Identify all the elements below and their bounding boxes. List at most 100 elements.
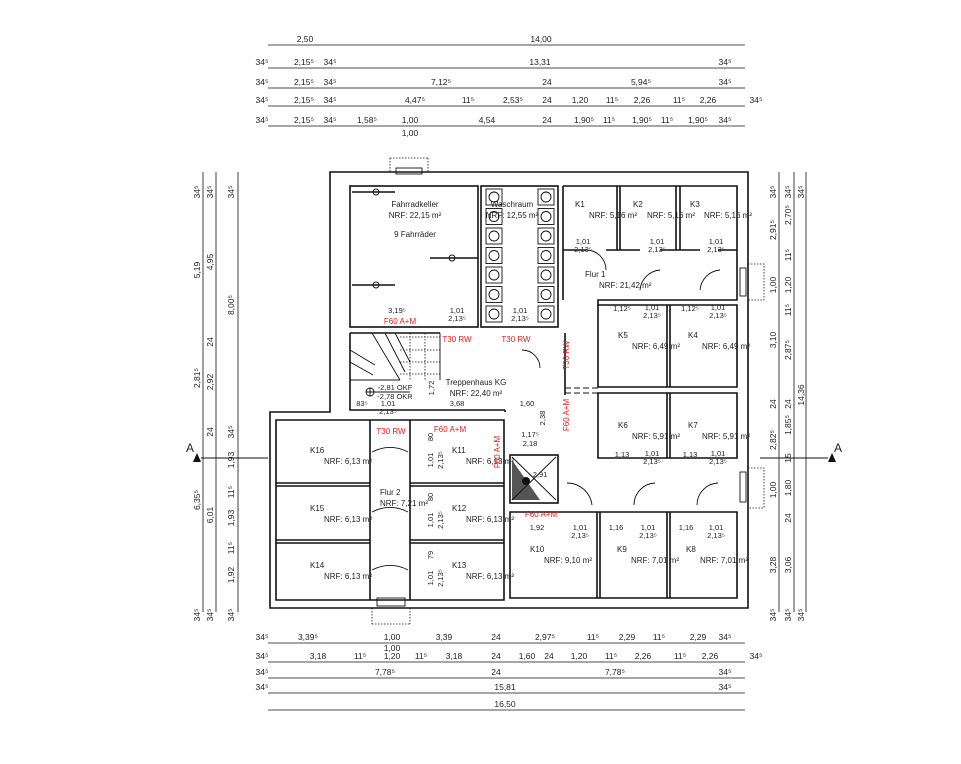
dimension-label: 3,39 xyxy=(436,632,453,642)
interior-dimension: 2,13⁵ xyxy=(436,451,445,469)
interior-dimension: 2,13⁵ xyxy=(639,531,657,540)
fire-rating-label: T30 RW xyxy=(562,340,571,370)
dimension-label: 1,20 xyxy=(384,651,401,661)
dimension-label: 2,82⁵ xyxy=(768,430,778,450)
room-name: K13 xyxy=(452,561,467,570)
room-area: NRF: 6,13 m² xyxy=(466,457,514,466)
dimension-label: 1,00 xyxy=(768,276,778,293)
dimension-label: 3,18 xyxy=(310,651,327,661)
room-name: K6 xyxy=(618,421,628,430)
dimension-label: 1,00 xyxy=(768,481,778,498)
room-area: NRF: 22,15 m² xyxy=(389,211,442,220)
interior-dimension: 80 xyxy=(426,433,435,441)
interior-dimension: 1,01 xyxy=(641,523,656,532)
dimension-label: 34⁵ xyxy=(783,609,793,622)
dimension-label: 11⁵ xyxy=(603,115,615,125)
dimension-label: 1,93 xyxy=(226,509,236,526)
dimension-label: 34⁵ xyxy=(324,77,337,87)
dimension-label: 34⁵ xyxy=(256,682,269,692)
dimension-label: 7,78⁵ xyxy=(375,667,395,677)
dimension-label: 2,29 xyxy=(619,632,636,642)
room-area: NRF: 6,13 m² xyxy=(466,572,514,581)
room-area: NRF: 5,16 m² xyxy=(647,211,695,220)
dimension-label: 3,10 xyxy=(768,331,778,348)
room-name: K1 xyxy=(575,200,585,209)
dimension-label: 11⁵ xyxy=(653,632,665,642)
dimension-label: 1,20 xyxy=(572,95,589,105)
dimension-label: 16,50 xyxy=(494,699,516,709)
interior-dimension: 3,19⁵ xyxy=(388,306,406,315)
interior-dimension: 2,13⁵ xyxy=(511,314,529,323)
section-marker-left: A xyxy=(186,441,194,455)
dimension-label: 34⁵ xyxy=(226,426,236,439)
dimension-label: 1,00 xyxy=(402,115,419,125)
interior-dimension: 1,60 xyxy=(520,399,535,408)
level-okr: -2,78 OKR xyxy=(377,392,413,401)
dimension-label: 1,80 xyxy=(783,479,793,496)
dimension-label: 34⁵ xyxy=(719,57,732,67)
room-area: NRF: 22,40 m² xyxy=(450,389,503,398)
room-area: NRF: 5,91 m² xyxy=(632,432,680,441)
interior-dimension: 1,01 xyxy=(426,571,435,586)
dimension-label: 5,94⁵ xyxy=(631,77,651,87)
dimension-label: 34⁵ xyxy=(783,186,793,199)
dimension-label: 11⁵ xyxy=(226,542,236,554)
interior-dimension: 1,16 xyxy=(679,523,694,532)
dimension-label: 1,93 xyxy=(226,451,236,468)
shaft-label: 2,91 xyxy=(533,470,548,479)
dimension-label: 1,90⁵ xyxy=(688,115,708,125)
interior-dimension: 2,13⁵ xyxy=(643,311,661,320)
dimension-label: 2,15⁵ xyxy=(294,95,314,105)
room-area: NRF: 12,55 m² xyxy=(486,211,539,220)
dimension-label: 7,78⁵ xyxy=(605,667,625,677)
room-area: NRF: 6,13 m² xyxy=(324,572,372,581)
room-name: K3 xyxy=(690,200,700,209)
dimension-label: 34⁵ xyxy=(719,632,732,642)
dimension-label: 1,20 xyxy=(783,276,793,293)
dimension-label: 14,00 xyxy=(530,34,552,44)
dimension-label: 2,91⁵ xyxy=(768,220,778,240)
interior-dimension: 1,92 xyxy=(530,523,545,532)
room-area: NRF: 5,16 m² xyxy=(704,211,752,220)
dimension-label: 8,00⁵ xyxy=(226,295,236,315)
dimension-label: 34⁵ xyxy=(256,632,269,642)
dimension-label: 24 xyxy=(491,632,501,642)
dimension-label: 6,01 xyxy=(205,506,215,523)
interior-dimension: 2,13⁵ xyxy=(648,245,666,254)
room-name: K16 xyxy=(310,446,325,455)
dimension-label: 24 xyxy=(783,513,793,523)
dimension-label: 11⁵ xyxy=(783,304,793,316)
dimension-label: 11⁵ xyxy=(415,651,427,661)
interior-dimension: 2,13⁵ xyxy=(709,311,727,320)
dimension-label: 1,00 xyxy=(402,128,419,138)
dimension-label: 2,26 xyxy=(635,651,652,661)
room-name: K9 xyxy=(617,545,627,554)
dimension-label: 11⁵ xyxy=(783,249,793,261)
dimension-label: 6,35⁵ xyxy=(192,490,202,510)
interior-dimension: 1,12⁵ xyxy=(613,304,631,313)
interior-dimension: 1,01 xyxy=(709,523,724,532)
interior-dimension: 1,01 xyxy=(645,449,660,458)
dimension-label: 2,70⁵ xyxy=(783,205,793,225)
dimension-label: 14,36 xyxy=(796,384,806,406)
dimension-label: 34⁵ xyxy=(226,609,236,622)
dimension-label: 24 xyxy=(768,399,778,409)
interior-dimension: 1,01 xyxy=(576,237,591,246)
dimension-label: 4,54 xyxy=(479,115,496,125)
dimension-label: 1,92 xyxy=(226,566,236,583)
room-area: NRF: 5,16 m² xyxy=(589,211,637,220)
interior-dimension: 2,13⁵ xyxy=(448,314,466,323)
interior-dimension: 79 xyxy=(426,551,435,559)
dimension-label: 2,29 xyxy=(690,632,707,642)
dimension-label: 24 xyxy=(491,667,501,677)
dimension-label: 24 xyxy=(205,427,215,437)
dimension-label: 34⁵ xyxy=(796,186,806,199)
interior-dimension: 1,16 xyxy=(609,523,624,532)
dimension-label: 11⁵ xyxy=(673,95,685,105)
interior-dimension: 3,68 xyxy=(450,399,465,408)
dimension-label: 11⁵ xyxy=(226,486,236,498)
room-area: NRF: 6,49 m² xyxy=(702,342,750,351)
dimension-label: 2,87⁵ xyxy=(783,340,793,360)
room-area: NRF: 5,91 m² xyxy=(702,432,750,441)
